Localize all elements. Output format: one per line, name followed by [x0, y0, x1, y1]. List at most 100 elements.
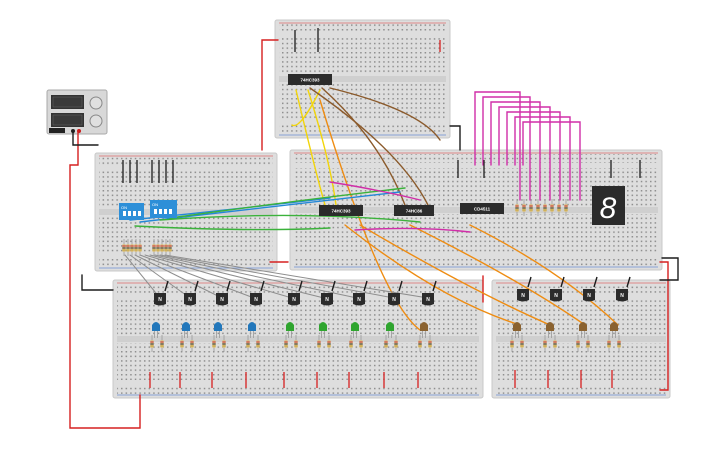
led-6[interactable] — [319, 322, 327, 338]
transistor-7[interactable]: N — [353, 280, 368, 306]
wire-orange-2[interactable] — [359, 224, 551, 326]
resistor-led-a-7[interactable] — [349, 335, 353, 352]
wire-orange-3[interactable] — [409, 224, 586, 326]
led-r-1[interactable] — [513, 322, 521, 338]
transistor-5[interactable]: N — [288, 280, 303, 306]
chip-74hc393-main[interactable]: 74HC393 — [319, 205, 363, 216]
wire-magenta-arch-3[interactable] — [490, 101, 541, 201]
transistor-r-1[interactable]: N — [517, 276, 532, 302]
chip-74hc393-top[interactable]: 74HC393 — [288, 74, 332, 85]
breadboard-bottom-left[interactable] — [112, 279, 484, 399]
resistor-led-b-6[interactable] — [327, 335, 331, 352]
led-9[interactable] — [420, 322, 428, 338]
seven-segment-display[interactable]: 8 — [592, 186, 625, 225]
wire-magenta-arch-5[interactable] — [506, 111, 561, 201]
wire-brown-3[interactable] — [329, 87, 441, 141]
wire-power-red[interactable] — [69, 130, 141, 429]
led-8[interactable] — [386, 322, 394, 338]
wire-green-3[interactable] — [134, 225, 331, 231]
wire-red-right[interactable] — [659, 261, 669, 391]
resistor-led-r-b-3[interactable] — [586, 335, 590, 352]
power-supply[interactable] — [46, 89, 108, 135]
resistor-led-b-4[interactable] — [256, 335, 260, 352]
breadboard-top[interactable] — [274, 19, 451, 139]
resistor-led-a-8[interactable] — [384, 335, 388, 352]
resistor-seg-5[interactable] — [543, 199, 547, 216]
resistor-pull-2[interactable] — [126, 239, 130, 256]
resistor-led-b-7[interactable] — [359, 335, 363, 352]
resistor-led-r-a-1[interactable] — [510, 335, 514, 352]
wire-black-right[interactable] — [659, 257, 679, 281]
dip-switch-b[interactable]: ON — [150, 200, 177, 218]
voltage-knob-icon[interactable] — [89, 96, 103, 110]
resistor-led-r-a-4[interactable] — [607, 335, 611, 352]
led-3[interactable] — [214, 322, 222, 338]
resistor-led-a-9[interactable] — [418, 335, 422, 352]
resistor-led-a-3[interactable] — [212, 335, 216, 352]
resistor-led-b-2[interactable] — [190, 335, 194, 352]
resistor-led-r-b-1[interactable] — [520, 335, 524, 352]
resistor-pull-7[interactable] — [156, 239, 160, 256]
breadboard-left[interactable] — [94, 152, 278, 272]
resistor-led-a-6[interactable] — [317, 335, 321, 352]
resistor-pull-9[interactable] — [164, 239, 168, 256]
chip-cd4511[interactable]: CD4511 — [460, 203, 504, 214]
led-7[interactable] — [351, 322, 359, 338]
led-r-2[interactable] — [546, 322, 554, 338]
resistor-pull-8[interactable] — [160, 239, 164, 256]
resistor-led-r-a-2[interactable] — [543, 335, 547, 352]
wire-red-top[interactable] — [261, 39, 279, 151]
wire-gray-6[interactable] — [149, 254, 325, 299]
led-2[interactable] — [182, 322, 190, 338]
resistor-seg-3[interactable] — [529, 199, 533, 216]
resistor-pull-5[interactable] — [138, 239, 142, 256]
wire-gray-5[interactable] — [144, 254, 293, 299]
resistor-seg-2[interactable] — [522, 199, 526, 216]
resistor-pull-10[interactable] — [168, 239, 172, 256]
wire-gray-8[interactable] — [159, 254, 395, 299]
resistor-led-b-1[interactable] — [160, 335, 164, 352]
wire-gray-3[interactable] — [134, 254, 223, 299]
resistor-led-a-4[interactable] — [246, 335, 250, 352]
led-r-3[interactable] — [579, 322, 587, 338]
wire-magenta-1[interactable] — [329, 181, 421, 201]
wire-magenta-arch-1[interactable] — [474, 91, 521, 201]
resistor-led-a-1[interactable] — [150, 335, 154, 352]
resistor-pull-6[interactable] — [152, 239, 156, 256]
resistor-seg-6[interactable] — [550, 199, 554, 216]
wire-brown-2[interactable] — [321, 87, 406, 206]
wire-magenta-arch-6[interactable] — [514, 116, 571, 201]
wire-green-1[interactable] — [159, 214, 421, 223]
wire-magenta-2[interactable] — [354, 227, 471, 233]
transistor-r-3[interactable]: N — [583, 276, 598, 302]
transistor-4[interactable]: N — [250, 280, 265, 306]
wire-orange-5[interactable] — [319, 99, 421, 331]
transistor-8[interactable]: N — [388, 280, 403, 306]
resistor-pull-4[interactable] — [134, 239, 138, 256]
resistor-seg-7[interactable] — [557, 199, 561, 216]
wire-magenta-arch-4[interactable] — [498, 106, 551, 201]
wire-gray-4[interactable] — [139, 254, 255, 299]
wire-gray-2[interactable] — [129, 254, 191, 299]
wire-power-black[interactable] — [72, 130, 99, 146]
dip-switch-a[interactable]: ON — [119, 203, 144, 220]
led-5[interactable] — [286, 322, 294, 338]
led-4[interactable] — [248, 322, 256, 338]
resistor-led-r-b-4[interactable] — [617, 335, 621, 352]
transistor-r-4[interactable]: N — [616, 276, 631, 302]
wire-magenta-arch-7[interactable] — [522, 121, 581, 201]
transistor-3[interactable]: N — [216, 280, 231, 306]
led-r-4[interactable] — [610, 322, 618, 338]
wire-black-top[interactable] — [449, 125, 461, 151]
resistor-seg-4[interactable] — [536, 199, 540, 216]
wire-orange-4[interactable] — [469, 224, 619, 326]
resistor-pull-1[interactable] — [122, 239, 126, 256]
wire-magenta-arch-2[interactable] — [482, 96, 531, 201]
wire-gray-7[interactable] — [154, 254, 358, 299]
wire-yellow-3[interactable] — [291, 89, 321, 127]
resistor-pull-3[interactable] — [130, 239, 134, 256]
wire-black-left[interactable] — [81, 274, 114, 291]
resistor-led-r-b-2[interactable] — [553, 335, 557, 352]
transistor-6[interactable]: N — [321, 280, 336, 306]
